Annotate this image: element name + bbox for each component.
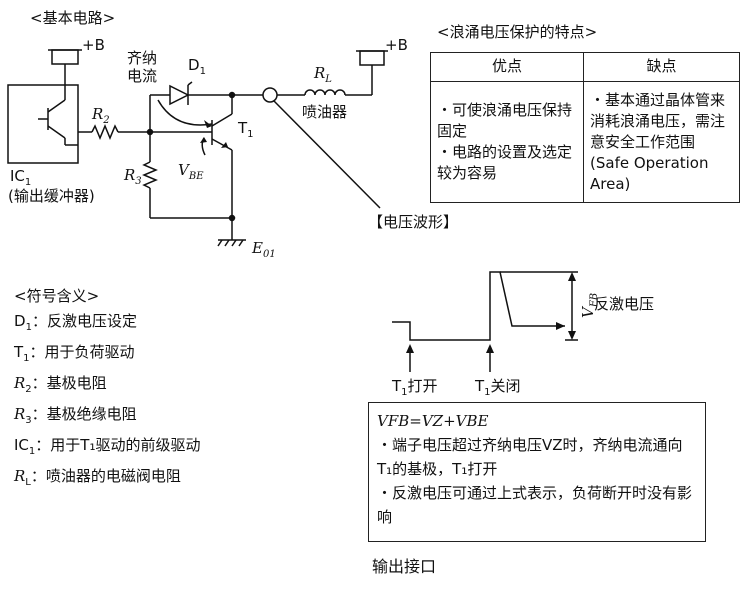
legend-item: RL：喷油器的电磁阀电阻 bbox=[14, 467, 181, 488]
footer-caption: 输出接口 bbox=[372, 557, 437, 576]
advantage-2: ・电路的设置及选定较为容易 bbox=[437, 143, 573, 182]
plus-b-right-label: +B bbox=[385, 36, 408, 54]
r2-label: R2 bbox=[92, 105, 110, 126]
legend-item: D1：反激电压设定 bbox=[14, 312, 137, 333]
plus-b-left-label: +B bbox=[82, 36, 105, 54]
t1-label: T1 bbox=[238, 119, 254, 140]
symbol-legend: <符号含义> D1：反激电压设定 T1：用于负荷驱动 R2：基极电阻 R3：基极绝缘电… bbox=[14, 284, 200, 495]
injector-label: 喷油器 bbox=[302, 103, 348, 121]
t1-off-label: T1关闭 bbox=[475, 377, 521, 398]
plus-b-right-terminal bbox=[359, 50, 385, 66]
rl-coil bbox=[304, 89, 346, 96]
note-box: VFB=VZ+VBE ・端子电压超过齐纳电压VZ时，齐纳电流通向T₁的基极，T₁… bbox=[368, 402, 706, 542]
waveform-title: 【电压波形】 bbox=[368, 213, 459, 231]
zener-current-label-1: 齐纳 bbox=[127, 49, 158, 67]
col-disadvantages: 缺点 bbox=[583, 52, 740, 82]
zener-diode bbox=[169, 84, 190, 106]
note-line-1: ・端子电压超过齐纳电压VZ时，齐纳电流通向T₁的基极，T₁打开 bbox=[377, 436, 683, 478]
e01-label: E01 bbox=[252, 239, 276, 260]
ic1-desc: (输出缓冲器) bbox=[8, 187, 95, 205]
legend-item: R3：基极绝缘电阻 bbox=[14, 405, 137, 426]
r3-resistor bbox=[142, 161, 158, 189]
vbe-label: VBE bbox=[178, 161, 204, 182]
r3-label: R3 bbox=[124, 166, 142, 187]
rl-label: RL bbox=[314, 64, 332, 85]
t1-on-label: T1打开 bbox=[392, 377, 438, 398]
flyback-voltage-label: 反激电压 bbox=[594, 295, 655, 313]
legend-item: T1：用于负荷驱动 bbox=[14, 343, 135, 364]
note-line-2: ・反激电压可通过上式表示，负荷断开时没有影响 bbox=[377, 484, 693, 526]
formula: VFB=VZ+VBE bbox=[377, 412, 489, 430]
legend-item: R2：基极电阻 bbox=[14, 374, 107, 395]
circuit-title: <基本电路> bbox=[30, 9, 116, 27]
d1-label: D1 bbox=[188, 56, 206, 77]
r2-resistor bbox=[91, 124, 119, 140]
voltage-waveform bbox=[392, 271, 578, 372]
ic1-box bbox=[7, 84, 79, 164]
features-table: 优点 缺点 ・可使浪涌电压保持固定 ・电路的设置及选定较为容易 ・基本通过晶体管… bbox=[430, 52, 740, 203]
col-advantages: 优点 bbox=[430, 52, 584, 82]
plus-b-left-terminal bbox=[51, 49, 79, 65]
ic1-label: IC1 bbox=[10, 167, 32, 188]
zener-current-label-2: 电流 bbox=[127, 67, 158, 85]
legend-title: <符号含义> bbox=[14, 287, 100, 305]
features-title: <浪涌电压保护的特点> bbox=[437, 23, 598, 41]
advantage-1: ・可使浪涌电压保持固定 bbox=[437, 101, 573, 140]
disadvantage-1: ・基本通过晶体管来消耗浪涌电压，需注意安全工作范围(Safe Operation… bbox=[590, 91, 726, 193]
legend-item: IC1：用于T₁驱动的前级驱动 bbox=[14, 436, 201, 457]
measurement-point bbox=[262, 87, 278, 103]
